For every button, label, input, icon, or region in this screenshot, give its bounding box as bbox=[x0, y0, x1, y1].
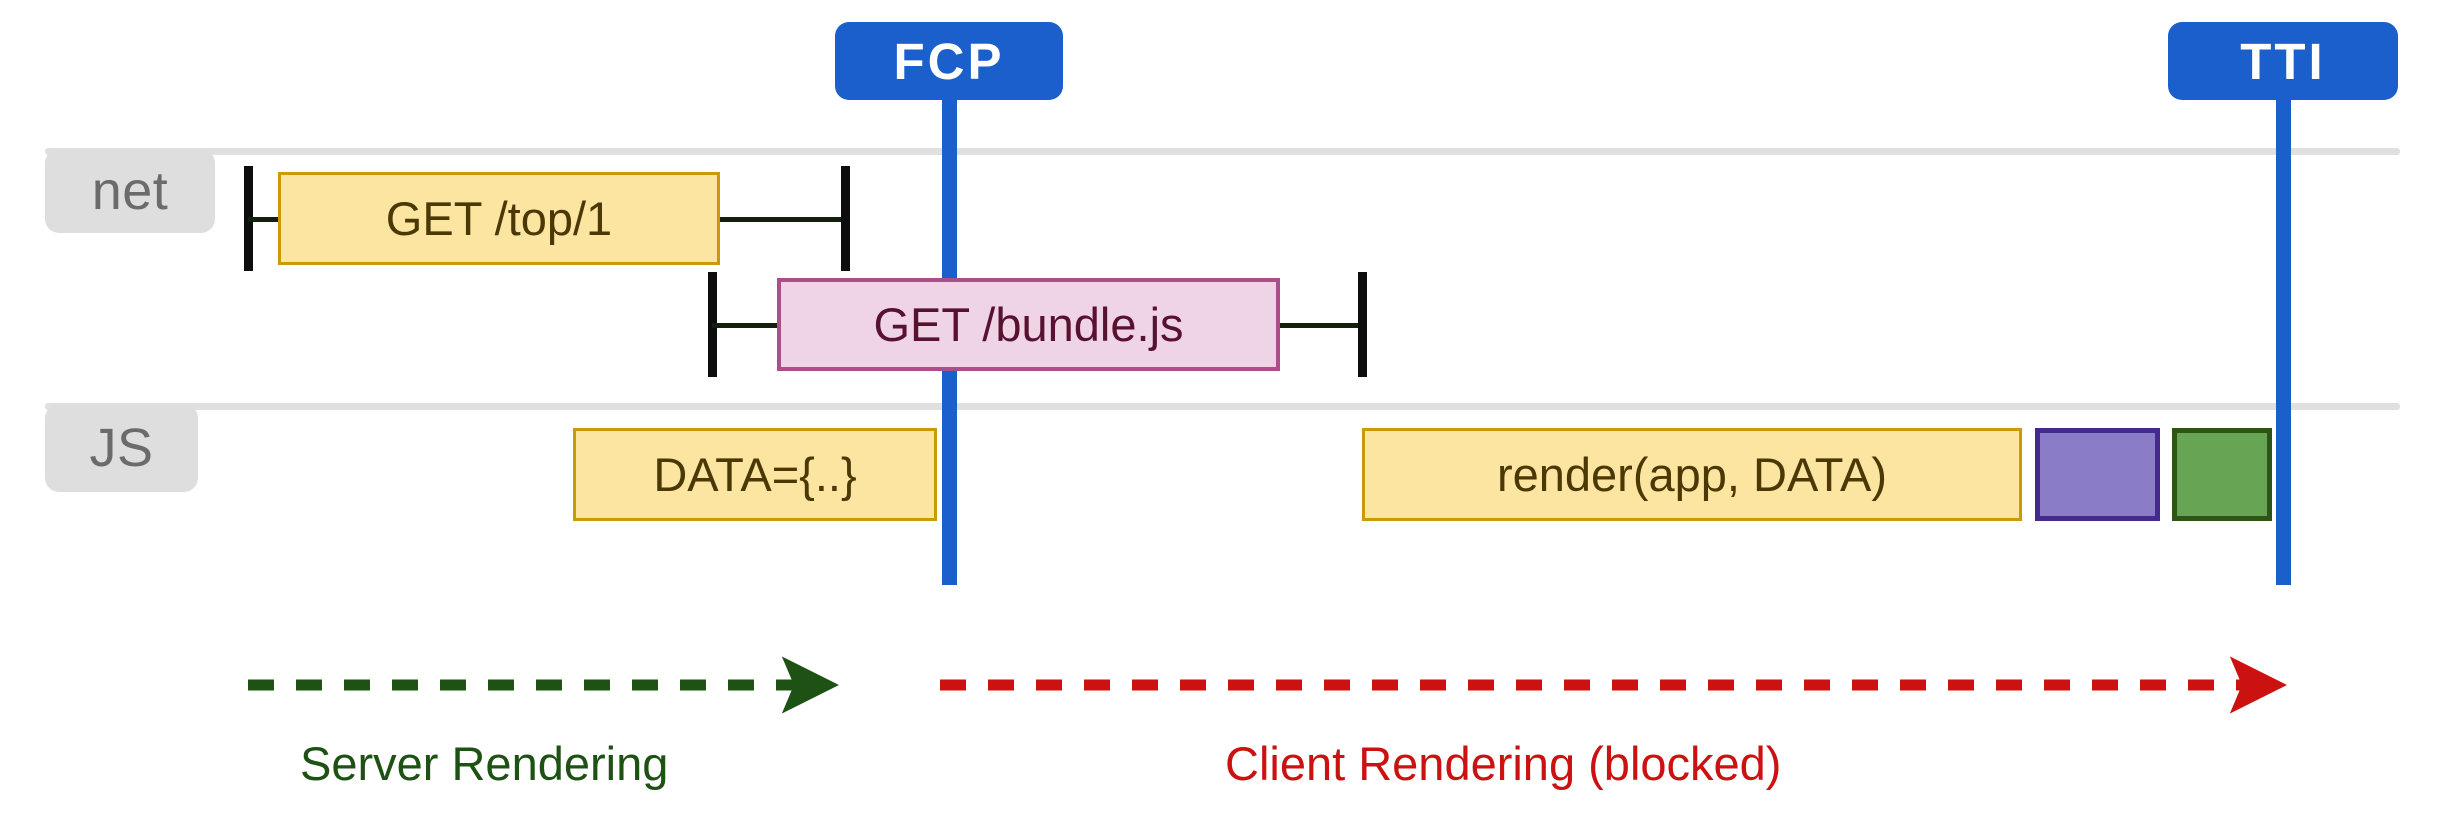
whisker-line-left-get-top bbox=[248, 216, 278, 222]
lane-label-net-text: net bbox=[91, 161, 169, 221]
marker-badge-fcp-label: FCP bbox=[893, 32, 1005, 90]
marker-badge-tti-label: TTI bbox=[2240, 32, 2326, 90]
marker-line-tti bbox=[2276, 90, 2291, 585]
marker-badge-fcp[interactable]: FCP bbox=[835, 22, 1063, 100]
bar-render-app-label: render(app, DATA) bbox=[1496, 448, 1888, 501]
lane-baseline-net bbox=[45, 148, 2400, 155]
lane-baseline-js bbox=[45, 403, 2400, 410]
lane-label-js: JS bbox=[45, 404, 198, 492]
client-rendering-arrow-icon bbox=[940, 656, 2287, 714]
whisker-cap-right-get-top bbox=[841, 166, 850, 271]
lane-label-net: net bbox=[45, 149, 215, 233]
marker-badge-tti[interactable]: TTI bbox=[2168, 22, 2398, 100]
bar-render-app[interactable]: render(app, DATA) bbox=[1362, 428, 2022, 521]
block-interactive[interactable] bbox=[2172, 428, 2272, 521]
block-hydrate[interactable] bbox=[2035, 428, 2160, 521]
bar-get-top[interactable]: GET /top/1 bbox=[278, 172, 720, 265]
legend-label-client-rendering-text: Client Rendering (blocked) bbox=[1225, 737, 1782, 790]
bar-get-bundle[interactable]: GET /bundle.js bbox=[777, 278, 1280, 371]
whisker-line-right-get-bundle bbox=[1280, 322, 1362, 328]
lane-label-js-text: JS bbox=[89, 418, 154, 478]
legend-label-server-rendering: Server Rendering bbox=[300, 740, 668, 787]
whisker-line-left-get-bundle bbox=[712, 322, 777, 328]
bar-get-bundle-label: GET /bundle.js bbox=[873, 298, 1184, 351]
whisker-cap-right-get-bundle bbox=[1358, 272, 1367, 377]
legend-label-server-rendering-text: Server Rendering bbox=[300, 737, 669, 790]
server-rendering-arrow-icon bbox=[248, 656, 839, 714]
bar-data-assign-label: DATA={..} bbox=[653, 448, 857, 501]
whisker-line-right-get-top bbox=[720, 216, 845, 222]
bar-get-top-label: GET /top/1 bbox=[385, 192, 613, 245]
bar-data-assign[interactable]: DATA={..} bbox=[573, 428, 937, 521]
legend-label-client-rendering: Client Rendering (blocked) bbox=[1225, 740, 1781, 787]
